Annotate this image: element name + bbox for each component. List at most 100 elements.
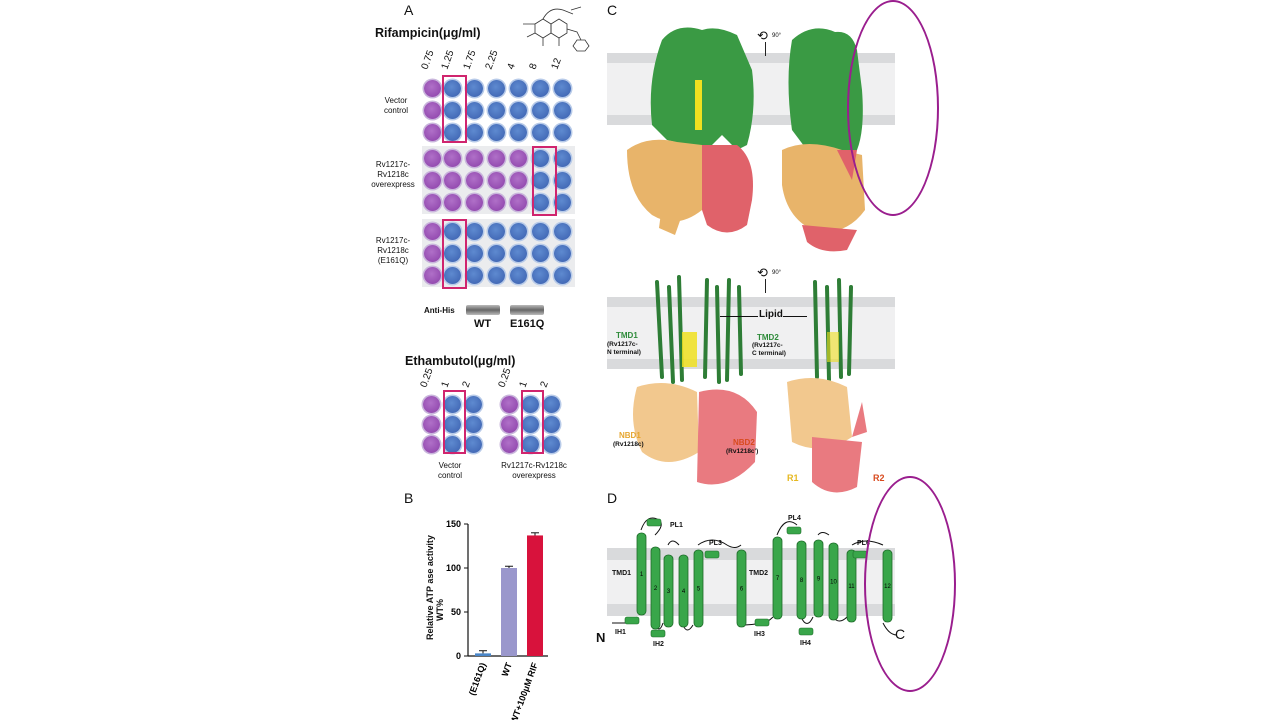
ih1-label: IH1 <box>615 629 626 636</box>
helix-number: 1 <box>640 572 644 578</box>
plate-well <box>444 172 461 189</box>
helix-number: 6 <box>740 587 744 593</box>
rif-conc-label: 1.25 <box>439 48 457 71</box>
rif-conc-label: 8 <box>527 62 540 71</box>
plate-well <box>488 194 505 211</box>
plate-well <box>510 102 527 119</box>
helix-number: 5 <box>697 587 701 593</box>
plate-well <box>424 267 441 284</box>
plate-well <box>501 396 518 413</box>
plate-well <box>510 150 527 167</box>
plate-well <box>444 396 461 413</box>
membrane-outer-top <box>607 53 895 63</box>
plate-well <box>466 150 483 167</box>
short-helix <box>786 526 802 535</box>
eth-conc-label: 0.25 <box>418 366 436 389</box>
eth-conc-label: 2 <box>538 380 551 389</box>
plate-well <box>532 102 549 119</box>
blot-label-wt: WT <box>474 318 492 330</box>
tmd1-d-label: TMD1 <box>612 570 632 577</box>
short-helix <box>624 616 640 625</box>
helix <box>736 549 747 628</box>
tmd2-sub-label: (Rv1217c- C terminal) <box>752 342 786 357</box>
plate-well <box>488 245 505 262</box>
plate-well <box>510 124 527 141</box>
rifampicin-title: Rifampicin(μg/ml) <box>375 26 481 40</box>
plate-well <box>554 194 571 211</box>
ih4-label: IH4 <box>800 640 811 647</box>
plate-well <box>444 223 461 240</box>
rotate-icon-top: ⟲ <box>757 28 768 43</box>
y-axis-label: Relative ATP ase activity WT% <box>425 535 445 640</box>
helix <box>678 554 689 628</box>
rotate-label-top: 90° <box>772 33 782 39</box>
category-label: WT+100μM RIF <box>509 661 541 720</box>
plate-well <box>488 124 505 141</box>
helix <box>772 536 783 620</box>
short-helix <box>650 629 666 638</box>
helix <box>693 549 704 628</box>
plate-well <box>543 436 560 453</box>
short-helix <box>704 550 720 559</box>
highlight-ellipse-c-top <box>847 0 939 216</box>
helix-number: 10 <box>830 580 837 586</box>
r1-label: R1 <box>787 473 799 483</box>
anti-his-label: Anti-His <box>424 306 455 315</box>
ribbon-models <box>633 275 867 493</box>
plate-well <box>466 267 483 284</box>
plate-well <box>554 245 571 262</box>
plate-well <box>554 124 571 141</box>
plate-well <box>465 436 482 453</box>
plate-well <box>554 172 571 189</box>
membrane-region-bottom <box>607 297 895 369</box>
helix <box>796 540 807 620</box>
eth-conc-label: 2 <box>460 380 473 389</box>
plate-well <box>488 80 505 97</box>
plate-well <box>424 80 441 97</box>
highlight-box-e161q <box>442 219 467 289</box>
highlight-box-eth-vector <box>443 390 466 454</box>
plate-well <box>466 124 483 141</box>
plate-well <box>532 194 549 211</box>
blot-band-e161q <box>510 305 544 315</box>
panel-a-letter: A <box>404 2 414 18</box>
plate-well <box>423 396 440 413</box>
plate-well <box>424 223 441 240</box>
plate-well <box>510 194 527 211</box>
rifampicin-structure-icon <box>523 6 590 52</box>
y-tick-label: 0 <box>456 651 461 661</box>
blot-label-e161q: E161Q <box>510 318 545 330</box>
plate-well <box>466 245 483 262</box>
rotate-icon-bottom: ⟲ <box>757 265 768 280</box>
plate-well <box>510 267 527 284</box>
row-label-overexpress: Rv1217c- Rv1218c overexpress <box>371 160 415 189</box>
plate-well <box>465 396 482 413</box>
plate-well <box>532 150 549 167</box>
rotate-arrow-top <box>765 42 766 56</box>
tmd2-label: TMD2 <box>757 333 779 342</box>
plate-well <box>532 223 549 240</box>
eth-label-vector: Vector control <box>437 461 462 480</box>
ih3-label: IH3 <box>754 631 765 638</box>
rif-conc-label: 0.75 <box>419 48 437 71</box>
plate-well <box>532 172 549 189</box>
plate-well <box>444 102 461 119</box>
plate-well <box>522 416 539 433</box>
tmd1-label: TMD1 <box>616 331 638 340</box>
plate-well <box>532 267 549 284</box>
helix-number: 8 <box>800 578 804 584</box>
plate-well <box>554 223 571 240</box>
category-label: (E161Q) <box>467 661 488 696</box>
plate-well <box>543 416 560 433</box>
plate-well <box>532 124 549 141</box>
helix <box>636 532 647 616</box>
highlight-ellipse-d <box>864 476 956 692</box>
helix-number: 2 <box>654 586 658 592</box>
blot-band-wt <box>466 305 500 315</box>
rif-conc-label: 4 <box>505 62 518 71</box>
helix-number: 7 <box>776 576 780 582</box>
plate-well <box>466 223 483 240</box>
plate-well <box>532 80 549 97</box>
plate-well <box>465 416 482 433</box>
